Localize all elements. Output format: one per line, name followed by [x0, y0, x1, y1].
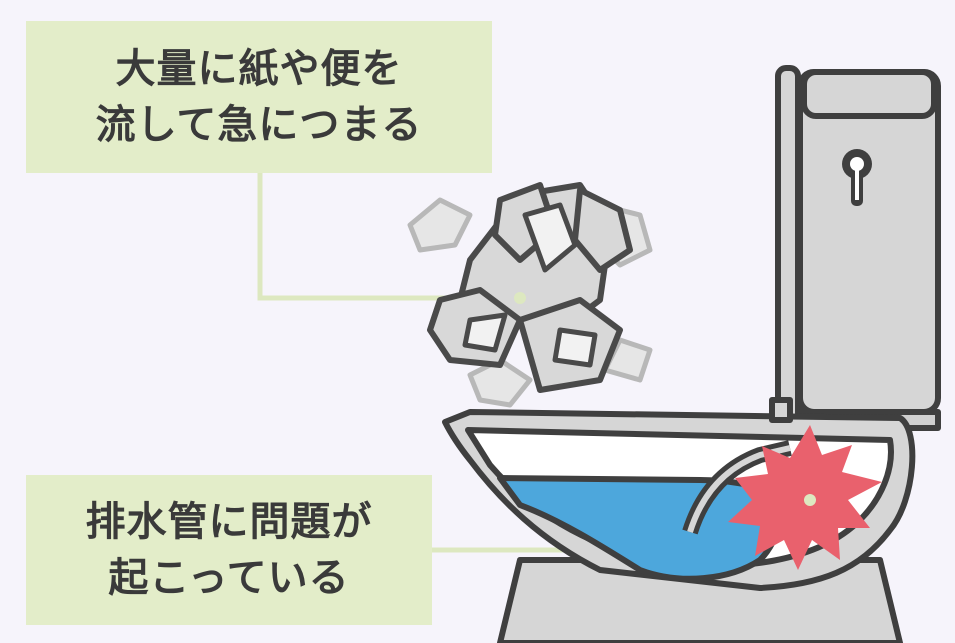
- crumpled-paper-icon: [407, 182, 653, 408]
- callout-bottom-line1: 排水管に問題が: [85, 499, 373, 545]
- callout-drain-problem: 排水管に問題が 起こっている: [26, 475, 432, 625]
- callout-sudden-clog: 大量に紙や便を 流して急につまる: [26, 21, 492, 173]
- callout-bottom-line2: 起こっている: [108, 555, 350, 601]
- callout-top-line2: 流して急につまる: [95, 102, 423, 148]
- callout-top-line1: 大量に紙や便を: [115, 46, 403, 92]
- burst-icon: [728, 425, 882, 570]
- keyhole-icon: [842, 149, 872, 206]
